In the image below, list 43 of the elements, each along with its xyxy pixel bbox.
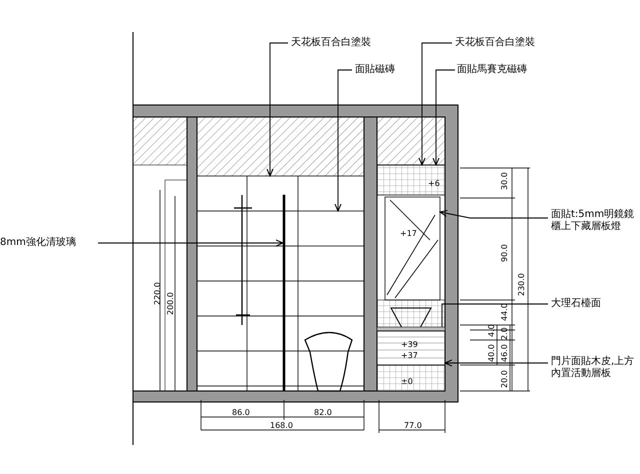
countertop <box>376 326 446 332</box>
glass-panel <box>282 194 286 392</box>
dimension-value: 200.0 <box>166 292 175 315</box>
dimension-value: 46.0 <box>500 344 509 362</box>
level-mark: +37 <box>401 351 418 360</box>
dimension-value: 20.0 <box>500 370 509 388</box>
callout-text: 面貼t:5mm明鏡鏡櫃上下藏層板燈 <box>551 209 639 233</box>
callout-text: 面貼磁磚 <box>355 64 395 76</box>
callout-text: 天花板百合白塗裝 <box>291 37 371 49</box>
wall-tile <box>298 210 364 246</box>
leader-line <box>418 42 452 166</box>
leader-line <box>444 360 548 366</box>
level-mark: +6 <box>428 179 440 188</box>
dimension-value: 82.0 <box>314 408 332 417</box>
dimension-value: 220.0 <box>153 282 162 305</box>
leader-line <box>266 42 288 176</box>
callout-text: 8mm強化清玻璃 <box>0 237 76 249</box>
mosaic-tile-band <box>376 164 446 196</box>
dimension-value: 4.0 <box>487 324 496 337</box>
level-mark: ±0 <box>401 377 413 386</box>
cabinet-door <box>376 330 446 366</box>
dimension-value: 77.0 <box>404 421 422 430</box>
callout-text: 天花板百合白塗裝 <box>455 37 535 49</box>
level-mark: +39 <box>401 340 418 349</box>
dimension-value: 86.0 <box>232 408 250 417</box>
leader-line <box>334 70 352 212</box>
callout-text: 面貼馬賽克磁磚 <box>457 64 527 76</box>
level-mark: +17 <box>400 229 417 238</box>
dimension-value: 40.0 <box>487 344 496 362</box>
callout-text: 大理石檯面 <box>551 298 601 310</box>
leader-line <box>440 210 548 218</box>
leader-line <box>98 240 284 246</box>
leader-line <box>442 304 548 328</box>
ceiling-area <box>376 116 446 166</box>
mirror-cabinet <box>384 196 440 300</box>
dimension-value: 2.0 <box>500 327 509 340</box>
callout-text: 門片面貼木皮,上方內置活動層板 <box>551 356 639 380</box>
dimension-value: 230.0 <box>517 273 526 296</box>
dimension-value: 168.0 <box>270 421 293 430</box>
dimension-value: 30.0 <box>500 172 509 190</box>
dimension-value: 90.0 <box>500 244 509 262</box>
ceiling-area <box>196 116 364 176</box>
leader-line <box>432 70 456 166</box>
